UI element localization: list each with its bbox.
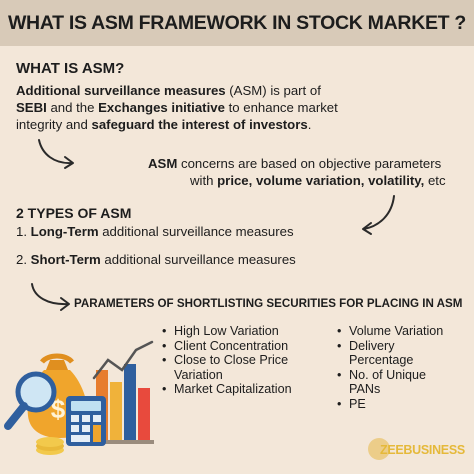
concerns-line-2: with price, volume variation, volatility… xyxy=(190,173,446,188)
parameter-item: Volume Variation xyxy=(337,324,443,339)
parameter-item: PE xyxy=(337,397,443,412)
types-heading: 2 TYPES OF ASM xyxy=(16,205,132,221)
finance-illustration: $ xyxy=(4,340,154,455)
parameter-item: Delivery Percentage xyxy=(337,339,443,368)
what-is-heading: WHAT IS ASM? xyxy=(16,60,125,77)
page-title: WHAT IS ASM FRAMEWORK IN STOCK MARKET ? xyxy=(7,12,467,34)
concerns-line-1: ASM concerns are based on objective para… xyxy=(148,156,442,171)
curved-arrow-icon xyxy=(38,139,74,169)
definition-line-2: SEBI and the Exchanges initiative to enh… xyxy=(16,100,338,115)
definition-line-3: integrity and safeguard the interest of … xyxy=(16,117,312,132)
parameters-list-left: High Low VariationClient ConcentrationCl… xyxy=(162,324,292,397)
brand-logo: ZEEBUSINESS xyxy=(380,443,465,457)
parameter-item: Client Concentration xyxy=(162,339,292,354)
magnifier-icon xyxy=(4,371,57,430)
calculator-icon xyxy=(66,396,106,446)
type-item-1: 1. Long-Term additional surveillance mea… xyxy=(16,224,294,239)
title-bar xyxy=(0,0,474,46)
definition-line-1: Additional surveillance measures (ASM) i… xyxy=(16,83,321,98)
parameters-list-right: Volume VariationDelivery PercentageNo. o… xyxy=(337,324,443,412)
type-item-2: 2. Short-Term additional surveillance me… xyxy=(16,252,296,267)
parameter-item: High Low Variation xyxy=(162,324,292,339)
curved-arrow-icon xyxy=(31,283,70,311)
curved-arrow-icon xyxy=(362,195,395,235)
parameters-heading: PARAMETERS OF SHORTLISTING SECURITIES FO… xyxy=(74,297,463,310)
parameter-item: Close to Close Price Variation xyxy=(162,353,292,382)
svg-text:$: $ xyxy=(51,394,66,424)
logo-badge xyxy=(368,438,390,460)
parameter-item: No. of Unique PANs xyxy=(337,368,443,397)
parameter-item: Market Capitalization xyxy=(162,382,292,397)
